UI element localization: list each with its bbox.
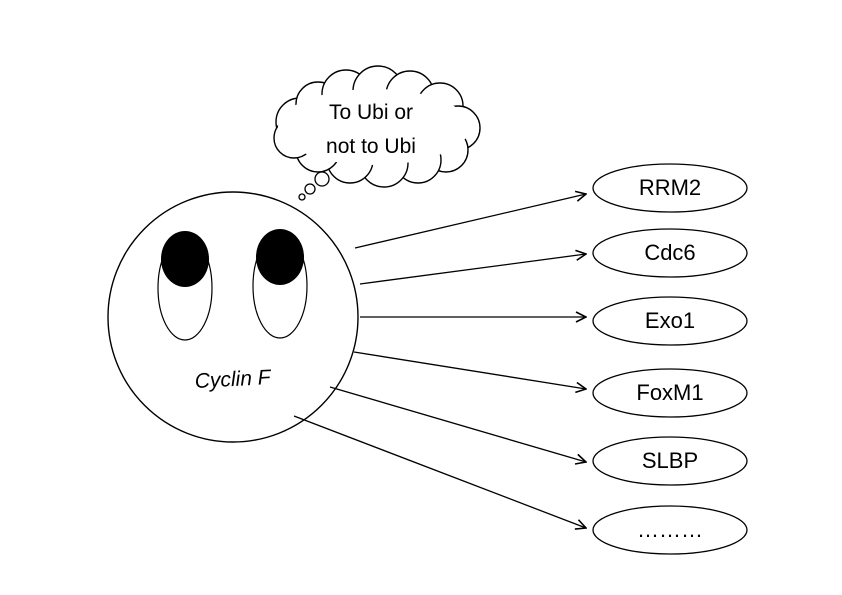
left-eye <box>157 231 213 341</box>
arrow-more <box>293 415 586 528</box>
target-label: Cdc6 <box>644 240 695 265</box>
target-label: SLBP <box>642 448 698 473</box>
arrows <box>293 194 586 528</box>
left-pupil <box>161 231 209 287</box>
thought-bubble: To Ubi or not to Ubi <box>273 65 481 201</box>
thought-text-line2: not to Ubi <box>326 135 416 158</box>
cyclin-f-face: Cyclin F <box>107 191 359 443</box>
target-rrm2: RRM2 <box>592 163 748 213</box>
thought-cloud-fill <box>278 89 470 165</box>
targets: RRM2 Cdc6 Exo1 FoxM1 SLBP ……… <box>592 163 748 555</box>
thought-trail <box>298 171 330 201</box>
target-cdc6: Cdc6 <box>592 228 748 278</box>
target-label: Exo1 <box>645 308 695 333</box>
right-eye <box>252 229 308 339</box>
target-label: ……… <box>637 517 703 542</box>
arrow-slbp <box>329 386 586 462</box>
face-circle <box>107 191 359 443</box>
right-pupil <box>256 229 304 285</box>
target-label: RRM2 <box>639 175 701 200</box>
arrow-foxm1 <box>353 351 586 389</box>
target-more: ……… <box>592 505 748 555</box>
thought-text-line1: To Ubi or <box>329 101 413 124</box>
target-slbp: SLBP <box>592 436 748 486</box>
cyclin-f-label: Cyclin F <box>194 366 272 393</box>
target-exo1: Exo1 <box>592 296 748 346</box>
arrow-cdc6 <box>359 254 586 285</box>
target-foxm1: FoxM1 <box>592 368 748 418</box>
target-label: FoxM1 <box>636 380 703 405</box>
arrow-rrm2 <box>354 194 586 249</box>
